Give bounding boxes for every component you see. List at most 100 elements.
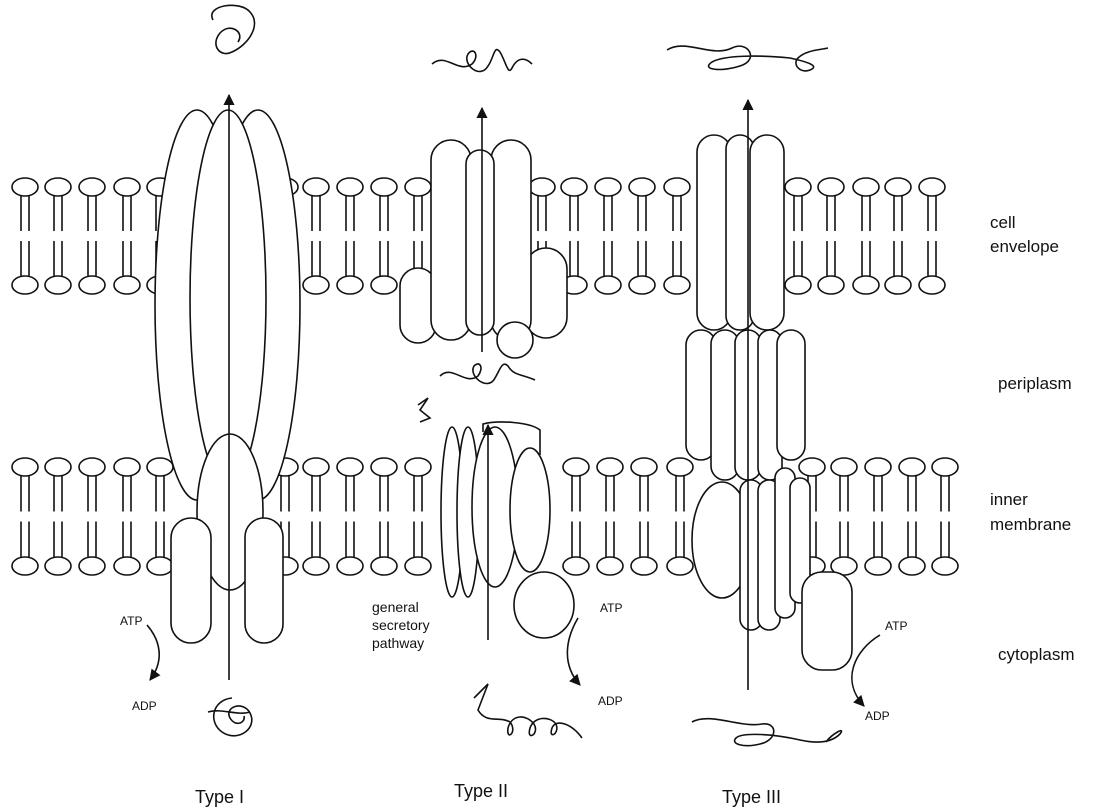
lipid-head: [371, 276, 397, 294]
lipid-head: [147, 458, 173, 476]
lipid-head: [563, 557, 589, 575]
lipid-head: [664, 276, 690, 294]
lipid-head: [919, 178, 945, 196]
type2-atp-label: ATP: [600, 601, 622, 615]
lipid-head: [865, 557, 891, 575]
lipid-head: [79, 276, 105, 294]
lipid-head: [597, 458, 623, 476]
type1-secretion-apparatus: [147, 5, 300, 735]
lipid-head: [818, 276, 844, 294]
label-general-secretory-pathway-2: secretory: [372, 617, 430, 633]
lipid-head: [932, 557, 958, 575]
lipid-head: [371, 178, 397, 196]
lipid-head: [785, 276, 811, 294]
label-type3: Type III: [722, 787, 781, 807]
lipid-head: [631, 557, 657, 575]
lipid-head: [529, 178, 555, 196]
lipid-head: [919, 276, 945, 294]
lipid-head: [114, 276, 140, 294]
lipid-head: [12, 557, 38, 575]
lipid-head: [629, 178, 655, 196]
lipid-head: [337, 178, 363, 196]
lipid-head: [114, 557, 140, 575]
lipid-head: [853, 178, 879, 196]
lipid-head: [899, 458, 925, 476]
type3-atp-label: ATP: [885, 619, 907, 633]
lipid-head: [563, 458, 589, 476]
label-inner-membrane: inner: [990, 490, 1028, 509]
lipid-head: [12, 458, 38, 476]
label-general-secretory-pathway-3: pathway: [372, 635, 424, 651]
lipid-head: [114, 178, 140, 196]
lipid-head: [371, 458, 397, 476]
lipid-head: [45, 276, 71, 294]
lipid-head: [629, 276, 655, 294]
type2-adp-label: ADP: [598, 694, 623, 708]
type2-atp-arrow: [567, 618, 580, 685]
type1-adp-label: ADP: [132, 699, 157, 713]
lipid-head: [303, 178, 329, 196]
lipid-head: [818, 178, 844, 196]
lipid-head: [785, 178, 811, 196]
lipid-head: [405, 178, 431, 196]
lipid-head: [45, 458, 71, 476]
lipid-head: [147, 557, 173, 575]
lipid-head: [337, 557, 363, 575]
type3-secretion-apparatus: [667, 46, 880, 746]
lipid-head: [79, 458, 105, 476]
type2-periplasmic-protein: [440, 364, 535, 384]
type1-atp-arrow: [147, 625, 159, 680]
lipid-head: [799, 458, 825, 476]
type3-cytoplasmic-protein: [692, 719, 841, 746]
type1-atp-label: ATP: [120, 614, 142, 628]
lipid-head: [12, 178, 38, 196]
type1-cytoplasmic-protein: [214, 698, 252, 736]
label-cell-envelope: cell: [990, 213, 1016, 232]
type1-exported-protein: [212, 5, 255, 53]
lipid-head: [303, 276, 329, 294]
lipid-head: [631, 458, 657, 476]
lipid-head: [667, 458, 693, 476]
lipid-head: [667, 557, 693, 575]
label-type1: Type I: [195, 787, 244, 807]
label-general-secretory-pathway-1: general: [372, 599, 419, 615]
type3-adp-label: ADP: [865, 709, 890, 723]
lipid-head: [303, 557, 329, 575]
type2-small-squiggle: [418, 398, 430, 422]
lipid-head: [885, 276, 911, 294]
type3-exported-protein: [667, 46, 828, 71]
lipid-head: [597, 557, 623, 575]
label-type2: Type II: [454, 781, 508, 801]
lipid-head: [12, 276, 38, 294]
lipid-head: [303, 458, 329, 476]
lipid-head: [885, 178, 911, 196]
lipid-head: [337, 458, 363, 476]
lipid-head: [853, 276, 879, 294]
lipid-head: [595, 276, 621, 294]
type2-exported-protein: [432, 50, 532, 72]
type3-atp-arrow: [852, 635, 880, 706]
lipid-head: [79, 178, 105, 196]
lipid-head: [405, 458, 431, 476]
lipid-head: [114, 458, 140, 476]
lipid-head: [45, 178, 71, 196]
lipid-head: [865, 458, 891, 476]
label-inner-membrane-line2: membrane: [990, 515, 1071, 534]
lipid-head: [405, 557, 431, 575]
label-cell-envelope-line2: envelope: [990, 237, 1059, 256]
lipid-head: [932, 458, 958, 476]
lipid-head: [79, 557, 105, 575]
type2-cytoplasmic-protein: [474, 684, 582, 738]
lipid-head: [561, 178, 587, 196]
lipid-head: [371, 557, 397, 575]
label-cytoplasm: cytoplasm: [998, 645, 1075, 664]
lipid-head: [831, 458, 857, 476]
label-periplasm: periplasm: [998, 374, 1072, 393]
lipid-head: [899, 557, 925, 575]
lipid-head: [595, 178, 621, 196]
lipid-head: [337, 276, 363, 294]
type2-secretion-apparatus: [400, 50, 582, 738]
lipid-head: [664, 178, 690, 196]
lipid-head: [45, 557, 71, 575]
